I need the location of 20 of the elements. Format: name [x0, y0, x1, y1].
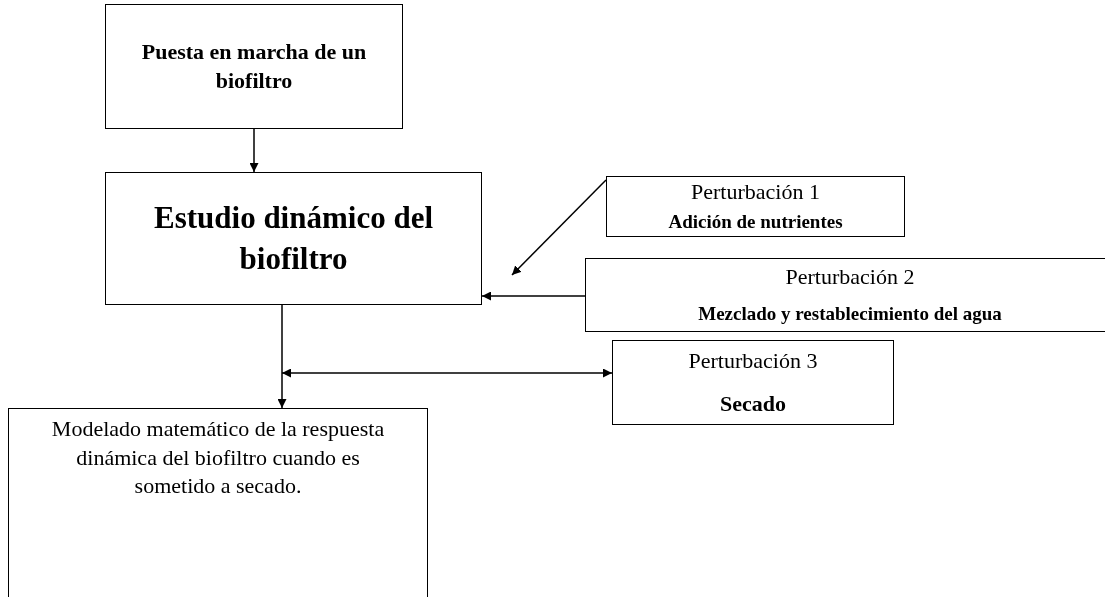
process-box — [612, 340, 894, 425]
box-text: Adición de nutrientes — [668, 210, 843, 235]
arrow — [281, 368, 613, 378]
arrow — [249, 128, 259, 173]
box-text: Secado — [720, 389, 786, 418]
box-heading: Perturbación 2 — [785, 263, 915, 292]
process-box — [606, 176, 905, 237]
process-box — [8, 408, 428, 597]
box-text: Puesta en marcha de un biofiltro — [140, 37, 368, 95]
box-heading: Perturbación 1 — [691, 177, 820, 206]
arrow — [481, 291, 586, 301]
box-text: Estudio dinámico del biofiltro — [152, 199, 435, 278]
process-box — [105, 172, 482, 305]
box-text: Modelado matemático de la respuesta dinámica del biofiltro cuando es sometido a secado. — [50, 415, 386, 501]
process-box — [585, 258, 1105, 332]
arrow — [511, 179, 607, 276]
process-box — [105, 4, 403, 129]
box-heading: Perturbación 3 — [688, 346, 818, 375]
arrow — [277, 304, 287, 409]
box-text: Mezclado y restablecimiento del agua — [698, 301, 1002, 326]
